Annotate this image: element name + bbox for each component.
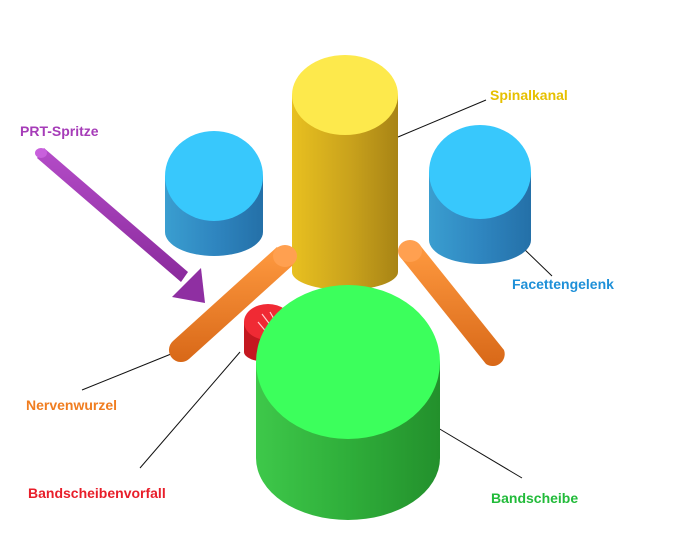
facet-joint-right [429,125,531,264]
intervertebral-disc [256,285,440,520]
leader-lines [81,99,553,479]
facet-joint-left [165,131,263,256]
spinal-canal [292,55,398,290]
leader-line-bandscheibenvorfall [139,351,241,469]
label-nervenwurzel: Nervenwurzel [26,397,118,413]
label-spinalkanal: Spinalkanal [490,87,568,103]
label-bandscheibe: Bandscheibe [491,490,579,506]
prt-syringe-arrow [35,148,205,303]
label-facettengelenk: Facettengelenk [512,276,614,292]
leader-line-nervenwurzel [81,351,177,391]
label-prt-spritze: PRT-Spritze [20,123,99,139]
leader-line-facettengelenk [521,246,553,277]
leader-line-spinalkanal [397,99,487,138]
nerve-root-right [398,240,505,367]
nerve-root-left [168,245,297,363]
label-bandscheibenvorfall: Bandscheibenvorfall [28,485,166,501]
leader-line-bandscheibe [437,427,523,479]
